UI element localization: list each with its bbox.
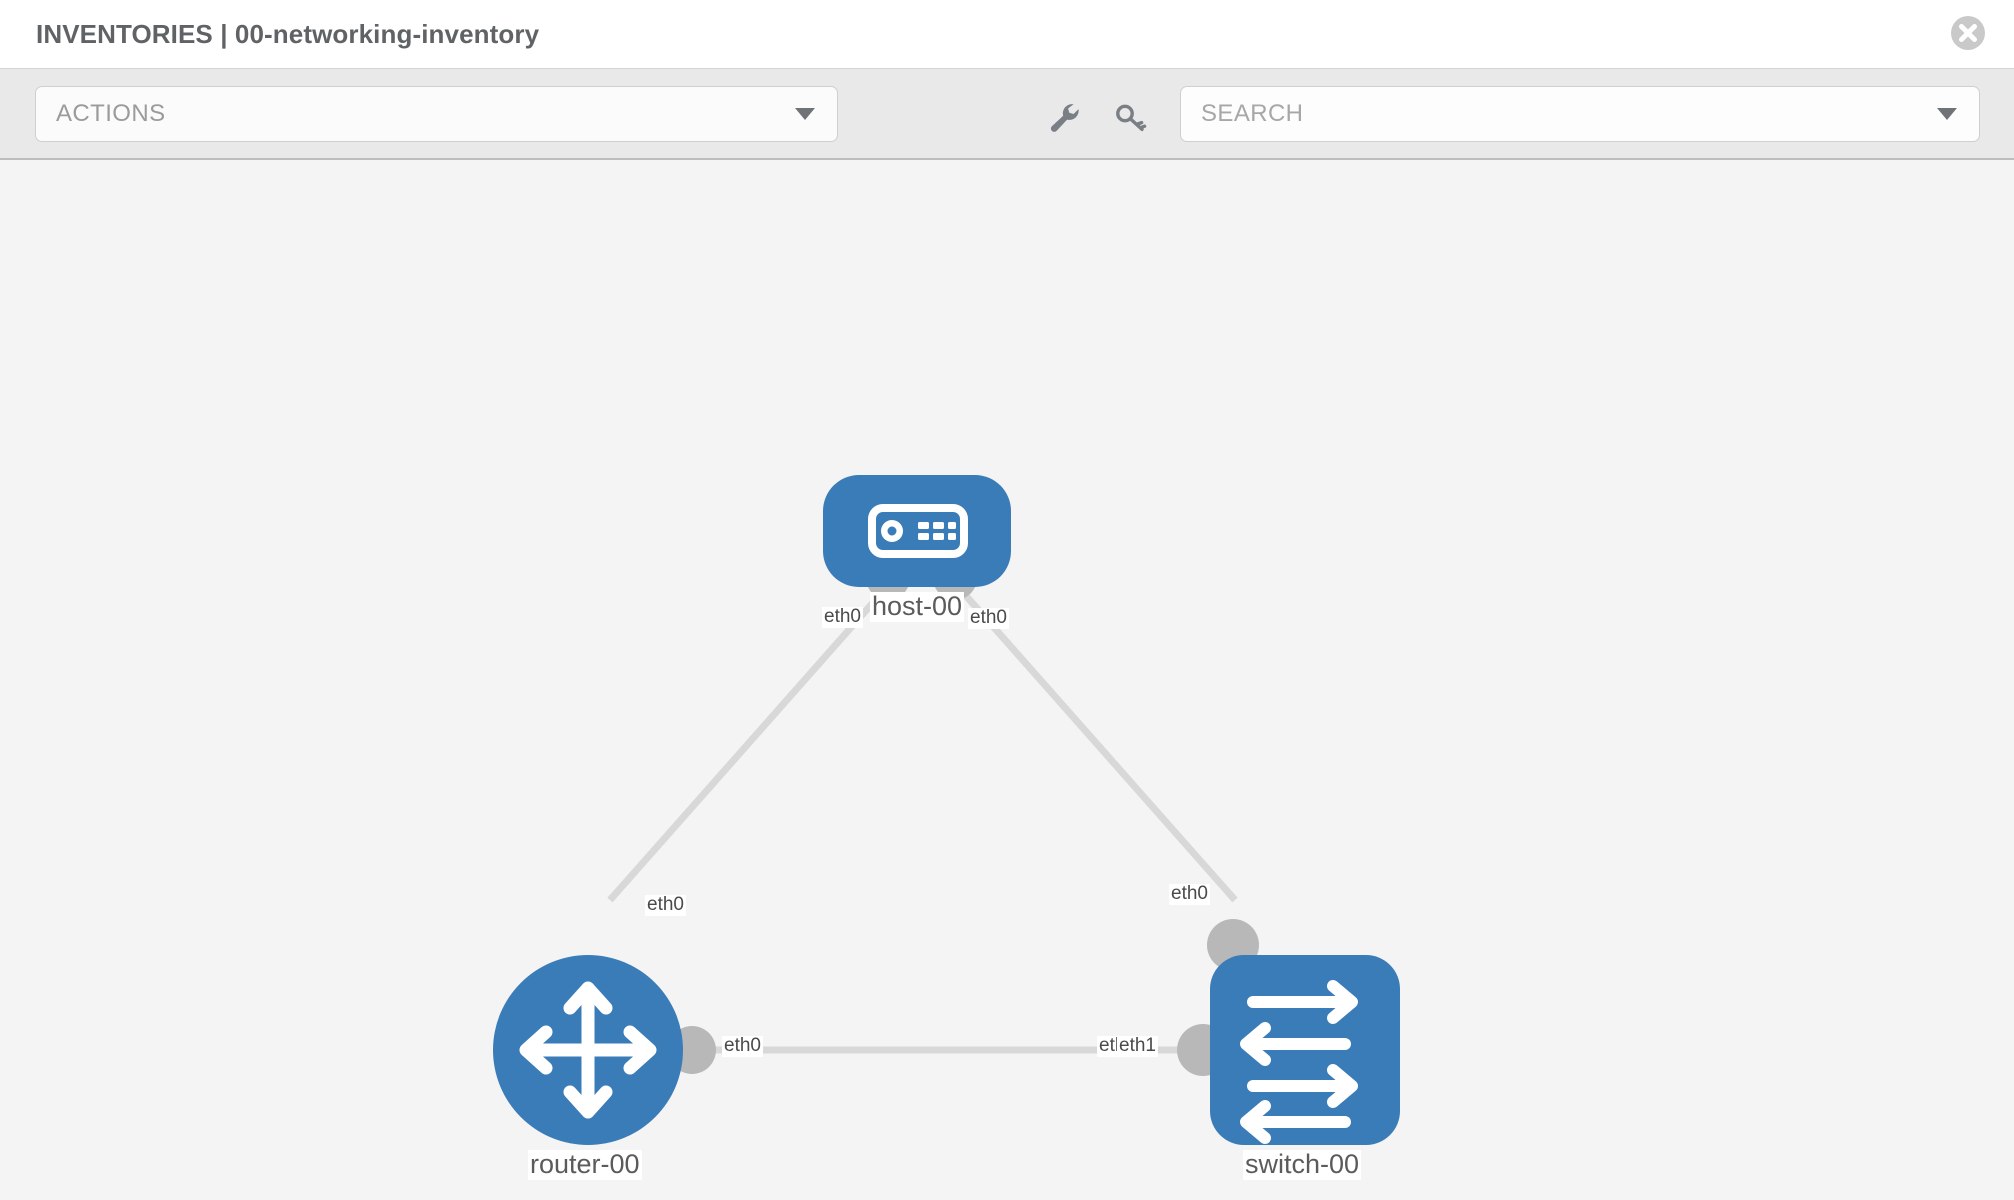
port-label: eth0 bbox=[968, 607, 1009, 629]
switch-arrows-icon bbox=[1240, 980, 1358, 1144]
port-label: eth0 bbox=[1169, 883, 1210, 905]
topology-links bbox=[607, 577, 1238, 1054]
search-placeholder: SEARCH bbox=[1201, 100, 1304, 127]
search-input[interactable]: SEARCH bbox=[1180, 86, 1980, 142]
topology-canvas[interactable]: eth0 eth0 eth0 eth0 eth0 eth0 eth1 host-… bbox=[0, 160, 2014, 1200]
port-label: eth1 bbox=[1117, 1035, 1158, 1057]
chevron-down-icon bbox=[795, 108, 815, 120]
page-title: INVENTORIES | 00-networking-inventory bbox=[36, 18, 540, 49]
node-router-00[interactable] bbox=[493, 955, 683, 1145]
node-label-router: router-00 bbox=[528, 1149, 642, 1180]
node-label-switch: switch-00 bbox=[1243, 1149, 1362, 1180]
topology-graph bbox=[493, 475, 1400, 1145]
actions-dropdown[interactable]: ACTIONS bbox=[35, 86, 838, 142]
link-host-switch bbox=[949, 577, 1238, 903]
node-host-00[interactable] bbox=[823, 475, 1011, 587]
server-icon bbox=[868, 504, 968, 558]
node-label-host: host-00 bbox=[870, 591, 965, 622]
node-switch-00[interactable] bbox=[1210, 955, 1400, 1145]
search-chevron-down-icon[interactable] bbox=[1937, 108, 1957, 120]
port-label: eth0 bbox=[722, 1035, 763, 1057]
port-label: eth0 bbox=[645, 894, 686, 916]
page-header: INVENTORIES | 00-networking-inventory bbox=[0, 0, 2014, 68]
actions-dropdown-label: ACTIONS bbox=[56, 100, 166, 127]
key-icon[interactable] bbox=[1110, 97, 1150, 137]
link-host-router bbox=[607, 577, 896, 903]
topology-ports bbox=[668, 556, 1259, 1076]
port-label: eth0 bbox=[822, 606, 863, 628]
wrench-icon[interactable] bbox=[1043, 97, 1083, 137]
close-icon[interactable] bbox=[1948, 13, 1988, 53]
toolbar: ACTIONS SEARCH bbox=[0, 68, 2014, 160]
router-arrows-icon bbox=[519, 981, 657, 1119]
